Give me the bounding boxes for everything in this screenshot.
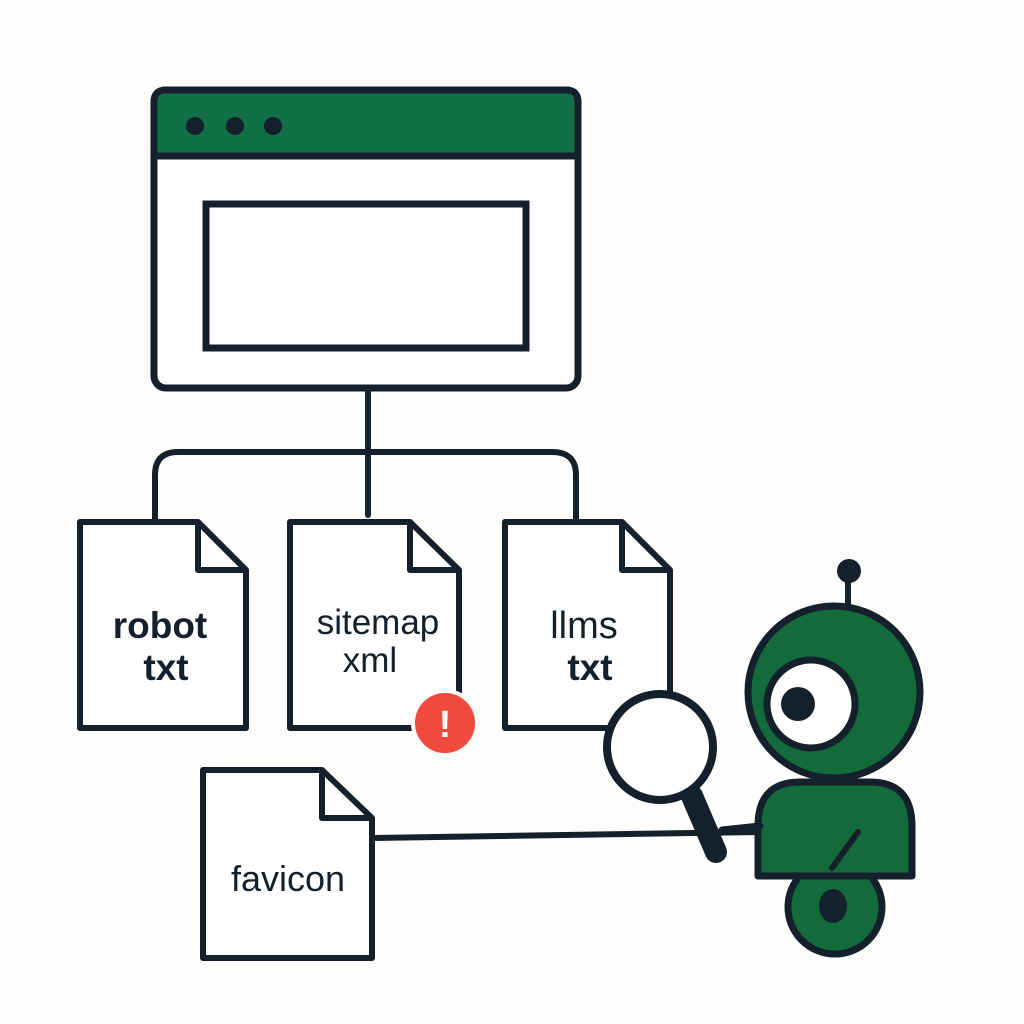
document-icon [77, 519, 249, 731]
robot-body [754, 778, 916, 880]
robot-icon [718, 559, 924, 958]
magnifier-lens [603, 690, 717, 804]
tree-connectors [152, 387, 579, 525]
robots-label-line2: txt [143, 647, 188, 688]
llms-label-line1: llms [550, 605, 618, 647]
sitemap-label-line2: xml [343, 641, 397, 680]
alert-icon: ! [411, 689, 479, 757]
favicon-connector [369, 829, 763, 841]
document-icon [287, 519, 462, 731]
llms-label-line2: txt [567, 647, 612, 688]
sitemap-label-line1: sitemap [317, 603, 440, 642]
sitemap-xml-file: sitemap xml [287, 519, 462, 731]
robot-pupil [781, 687, 815, 721]
favicon-file: favicon [200, 767, 375, 961]
window-dot-icon [264, 117, 282, 135]
robot-arm [718, 822, 764, 834]
robots-label-line1: robot [113, 605, 208, 646]
window-dot-icon [226, 117, 244, 135]
favicon-label: favicon [231, 858, 345, 899]
antenna-tip [837, 559, 861, 583]
browser-title-bar [150, 86, 582, 160]
robots-txt-file: robot txt [77, 519, 249, 731]
alert-symbol: ! [439, 704, 452, 746]
magnifying-glass-icon [603, 690, 727, 863]
window-dot-icon [186, 117, 204, 135]
content-panel [202, 200, 530, 352]
browser-window-icon [150, 86, 582, 392]
connector-branches [152, 449, 579, 525]
document-icon [502, 519, 673, 731]
magnifier-handle [681, 785, 727, 863]
llms-txt-file: llms txt [502, 519, 673, 731]
